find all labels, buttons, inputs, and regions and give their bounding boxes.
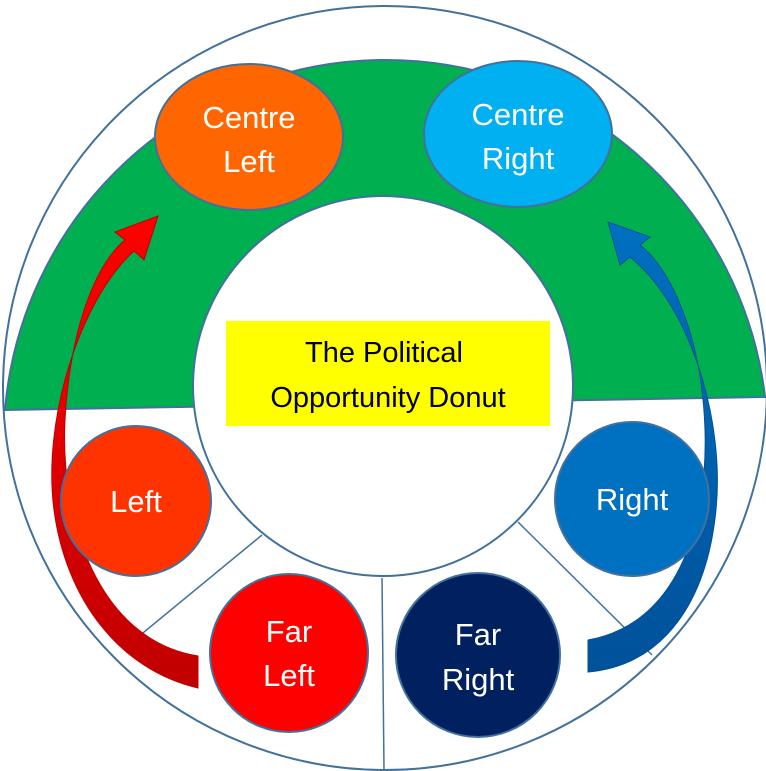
title-line-1: The Political [305,337,463,369]
node-far-left-line-1: Far [266,614,313,649]
title-box [226,321,550,426]
node-right-shape [554,421,710,577]
node-centre-left-line-2: Left [223,144,275,179]
title-line-2: Opportunity Donut [270,382,505,414]
node-far-right-shape [395,572,561,738]
node-left-label: Left [110,484,162,519]
node-left: Left [60,425,212,577]
node-far-right-line-2: Right [442,662,515,697]
node-left-shape [60,425,212,577]
node-far-right-line-1: Far [455,617,502,652]
node-right: Right [554,421,710,577]
node-far-left-shape [209,573,369,733]
node-right-label: Right [596,482,669,517]
node-centre-right-line-2: Right [482,141,555,176]
divider-line-middle [381,577,385,771]
node-centre-right: Centre Right [423,60,613,208]
node-centre-right-line-1: Centre [471,97,564,132]
node-centre-left-line-1: Centre [202,100,295,135]
node-centre-left: Centre Left [154,63,344,211]
node-far-left-line-2: Left [263,658,315,693]
node-centre-right-shape [423,60,613,208]
divider-line-left [137,534,263,638]
node-centre-left-shape [154,63,344,211]
node-far-right: Far Right [395,572,561,738]
node-far-left: Far Left [209,573,369,733]
